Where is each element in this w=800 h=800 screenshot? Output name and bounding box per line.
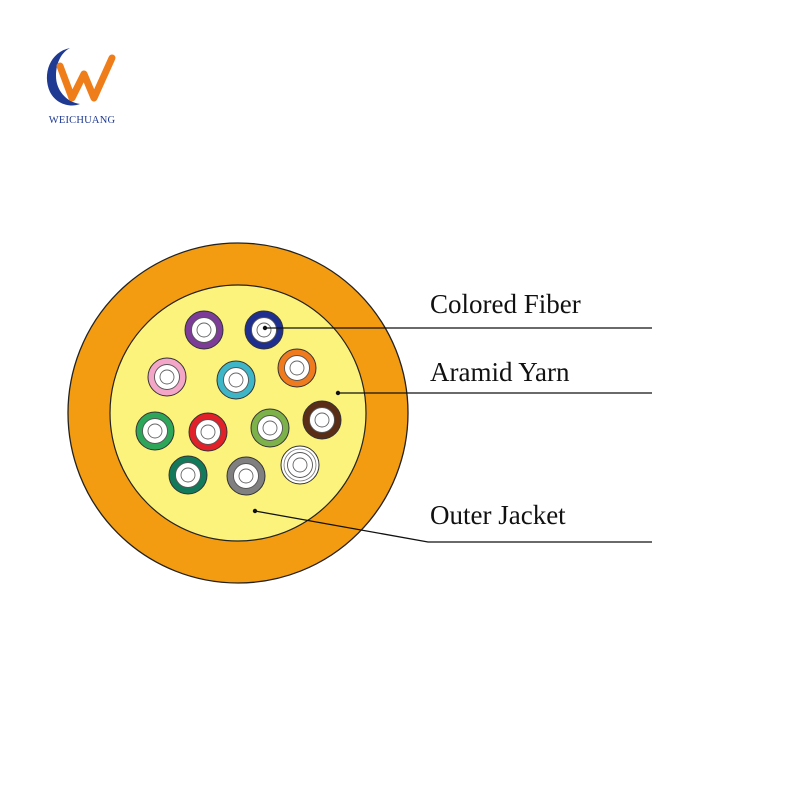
- fiber-brown: [302, 400, 342, 440]
- fiber-teal: [168, 455, 208, 495]
- fiber-rose-ring-3: [159, 369, 175, 385]
- fiber-white: [280, 445, 320, 485]
- fiber-white-ring-3: [292, 457, 308, 473]
- fiber-green-ring-3: [147, 423, 163, 439]
- fiber-red-ring-3: [200, 424, 216, 440]
- fiber-blue-ring-3: [256, 322, 272, 338]
- colored-fibers-group: [135, 310, 342, 496]
- fiber-orange-ring-3: [289, 360, 305, 376]
- label-colored-fiber: Colored Fiber: [430, 289, 581, 319]
- leader-lines: [252, 325, 652, 543]
- logo-blue-crescent: [46, 48, 80, 106]
- fiber-orange: [277, 348, 317, 388]
- fiber-olive-ring-3: [262, 420, 278, 436]
- fiber-gray-ring-3: [238, 468, 254, 484]
- fiber-rose: [147, 357, 187, 397]
- fiber-white-buffer-ring: [283, 448, 317, 482]
- fiber-olive: [250, 408, 290, 448]
- fiber-gray: [226, 456, 266, 496]
- logo-orange-w: [56, 54, 116, 102]
- fiber-aqua-ring-3: [228, 372, 244, 388]
- fiber-violet: [184, 310, 224, 350]
- fiber-violet-ring-3: [196, 322, 212, 338]
- fiber-aqua: [216, 360, 256, 400]
- fiber-blue: [244, 310, 284, 350]
- brand-logo: WEICHUANG: [28, 40, 136, 135]
- weichuang-logo-icon: [46, 48, 116, 106]
- leader-line-outer-jacket: [254, 510, 652, 543]
- fiber-red: [188, 412, 228, 452]
- label-aramid-yarn: Aramid Yarn: [430, 357, 570, 387]
- fiber-green: [135, 411, 175, 451]
- label-outer-jacket: Outer Jacket: [430, 500, 566, 530]
- fiber-brown-ring-3: [314, 412, 330, 428]
- fiber-teal-ring-3: [180, 467, 196, 483]
- brand-name: WEICHUANG: [48, 115, 116, 126]
